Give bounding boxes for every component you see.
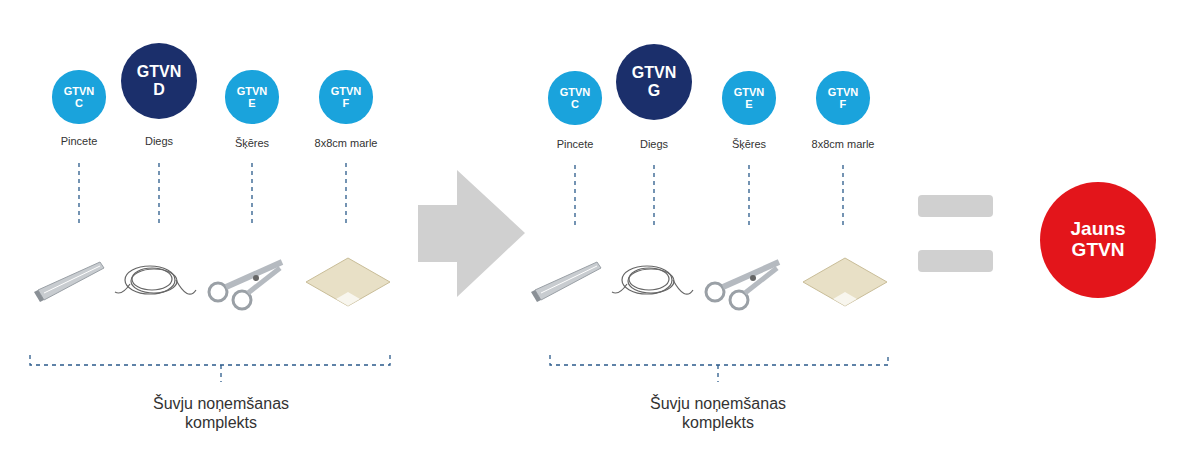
- group-label: Šuvju noņemšanas komplekts: [126, 394, 316, 432]
- gauze: [306, 258, 390, 306]
- scissors: [209, 262, 282, 309]
- part-name: 8x8cm marle: [315, 137, 378, 150]
- part-name: 8x8cm marle: [812, 138, 875, 151]
- equals-sign: [918, 250, 993, 272]
- part-name: Šķēres: [235, 137, 269, 150]
- highlight-circle: GTVN G: [616, 44, 692, 120]
- circle-label: GTVN D: [131, 63, 187, 98]
- part-name: Pincete: [61, 135, 98, 148]
- forceps: [34, 262, 104, 302]
- group-label: Šuvju noņemšanas komplekts: [623, 394, 813, 432]
- thread: [115, 266, 196, 294]
- circle-label: GTVN F: [824, 86, 862, 110]
- circle-label: GTVN E: [233, 85, 271, 109]
- tool-set: [34, 258, 390, 309]
- small-circle: GTVN F: [816, 71, 869, 124]
- part-name: Diegs: [640, 138, 668, 151]
- equals-sign: [918, 195, 993, 217]
- part-name: Diegs: [145, 135, 173, 148]
- part-name: Pincete: [557, 138, 594, 151]
- process-arrow: [418, 170, 525, 297]
- small-circle: GTVN C: [548, 71, 601, 124]
- highlight-circle: GTVN D: [121, 43, 197, 119]
- result-circle: Jauns GTVN: [1040, 182, 1156, 298]
- small-circle: GTVN E: [225, 70, 278, 123]
- small-circle: GTVN F: [319, 70, 372, 123]
- circle-label: Jauns GTVN: [1053, 219, 1143, 261]
- circle-label: GTVN F: [327, 85, 365, 109]
- circle-label: GTVN C: [60, 85, 98, 109]
- leader-lines: [30, 163, 888, 382]
- circle-label: GTVN E: [730, 86, 768, 110]
- circle-label: GTVN C: [556, 86, 594, 110]
- small-circle: GTVN C: [52, 70, 105, 123]
- circle-label: GTVN G: [626, 64, 682, 99]
- part-name: Šķēres: [732, 138, 766, 151]
- small-circle: GTVN E: [722, 71, 775, 124]
